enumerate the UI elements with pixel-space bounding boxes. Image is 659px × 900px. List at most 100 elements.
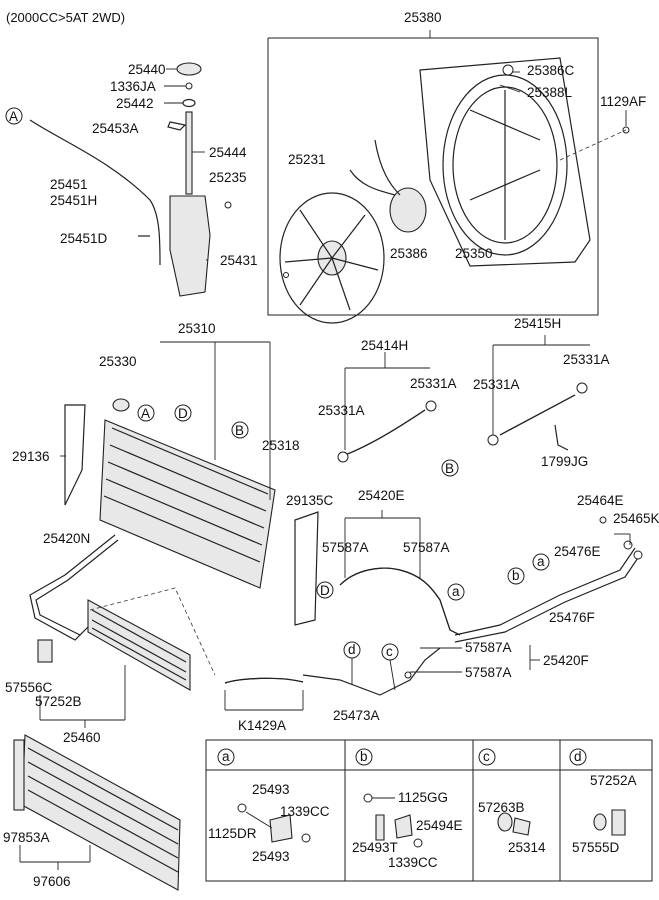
label-57252b: 57252B [35,694,82,709]
label-25414h: 25414H [361,338,408,353]
callout-a-pipe2-label: a [452,584,460,599]
hose-k1429a [224,677,304,711]
callout-b-pipe [507,567,525,585]
label-57587a-2: 57587A [403,540,450,555]
legend-col-b-label: b [360,749,368,764]
label-25453a: 25453A [92,121,139,136]
label-25388l: 25388L [527,85,573,100]
label-29135c: 29135C [286,493,334,508]
label-1336ja: 1336JA [110,79,156,94]
legend-c-25314: 25314 [508,840,546,855]
label-29136: 29136 [12,449,50,464]
label-25473a: 25473A [333,708,380,723]
diagram-title: (2000CC>5AT 2WD) [6,10,125,25]
callout-D-radiator-label: D [178,406,188,421]
label-25465k: 25465K [613,511,659,526]
callout-B-hose [441,459,459,477]
legend-b-1125gg: 1125GG [398,790,448,805]
legend-col-a-label: a [222,749,230,764]
radiator-core [99,419,276,589]
label-57587a-1: 57587A [322,540,369,555]
label-25386c: 25386C [527,63,575,78]
label-25440: 25440 [128,62,166,77]
callout-A-radiator [137,404,155,422]
legend-col-c-label: c [483,749,490,764]
legend-col-d-label: d [574,749,582,764]
callout-B-radiator-label: B [235,423,244,438]
label-25415h: 25415H [514,316,561,331]
label-1129af: 1129AF [600,94,646,109]
reservoir-tank [169,195,211,297]
legend-b-25493t: 25493T [352,840,398,855]
label-25464e: 25464E [577,493,624,508]
legend-a-parts [237,803,311,843]
reservoir-group [29,62,232,297]
oil-cooler-25460 [87,599,191,691]
legend-b-25494e: 25494E [416,818,463,833]
legend-d-57555d: 57555D [572,840,620,855]
label-25476e: 25476E [554,544,601,559]
label-25318: 25318 [262,438,300,453]
radiator-group [64,341,319,626]
label-57587a-3: 57587A [465,640,512,655]
label-25420f: 25420F [543,653,589,668]
radiator-bracket-right [294,511,319,626]
callout-A-radiator-label: A [141,406,150,421]
label-25420n: 25420N [43,531,90,546]
label-25451: 25451 [50,177,88,192]
callout-A-top [5,107,23,125]
label-25350: 25350 [455,246,493,261]
callout-a-pipe-label: a [537,554,545,569]
label-25330: 25330 [99,354,137,369]
callout-b-pipe-label: b [512,568,520,583]
label-57587a-4: 57587A [465,665,512,680]
legend-b-parts [363,793,423,848]
fan-blade [279,192,385,324]
callout-D-hose-label: D [320,583,330,598]
oil-hose-25420e [339,510,461,636]
legend-col-b [355,748,373,766]
label-25431: 25431 [220,253,258,268]
label-25310: 25310 [178,321,216,336]
label-25476f: 25476F [549,610,595,625]
legend-a-1125dr: 1125DR [208,826,257,841]
label-25331a-2: 25331A [318,403,365,418]
label-25231: 25231 [288,152,326,167]
label-25386: 25386 [390,246,428,261]
callout-D-hose [316,581,334,599]
label-97606: 97606 [33,874,71,889]
legend-table [205,739,653,882]
label-25331a-3: 25331A [563,352,610,367]
legend-d-57252a: 57252A [590,773,637,788]
legend-d-parts [593,809,626,836]
legend-c-57263b: 57263B [478,800,525,815]
reservoir-cap [176,62,202,76]
label-25444: 25444 [209,145,247,160]
label-97853a: 97853A [3,830,50,845]
legend-a-25493-bottom: 25493 [252,849,290,864]
label-25451h: 25451H [50,193,97,208]
label-1799jg: 1799JG [541,454,588,469]
radiator-bracket-left [64,404,86,506]
label-25235: 25235 [209,170,247,185]
oil-cooler-group [29,534,216,728]
label-25451d: 25451D [60,231,108,246]
label-57556c: 57556C [5,680,53,695]
callout-A-top-label: A [9,109,18,124]
callout-B-radiator [231,421,249,439]
label-25331a-1: 25331A [410,376,457,391]
legend-a-25493-top: 25493 [252,782,290,797]
label-k1429a: K1429A [238,718,286,733]
label-25442: 25442 [116,96,154,111]
legend-b-1339cc: 1339CC [388,855,438,870]
callout-a-pipe [532,553,550,571]
fan-shroud [419,57,591,267]
legend-c-parts [497,812,531,836]
callout-D-radiator [174,404,192,422]
legend-a-1339cc: 1339CC [280,804,330,819]
callout-d-hose-label: d [348,642,356,657]
oil-pipes-25476 [454,516,643,643]
label-25420e: 25420E [358,488,405,503]
callout-B-hose-label: B [445,461,454,476]
